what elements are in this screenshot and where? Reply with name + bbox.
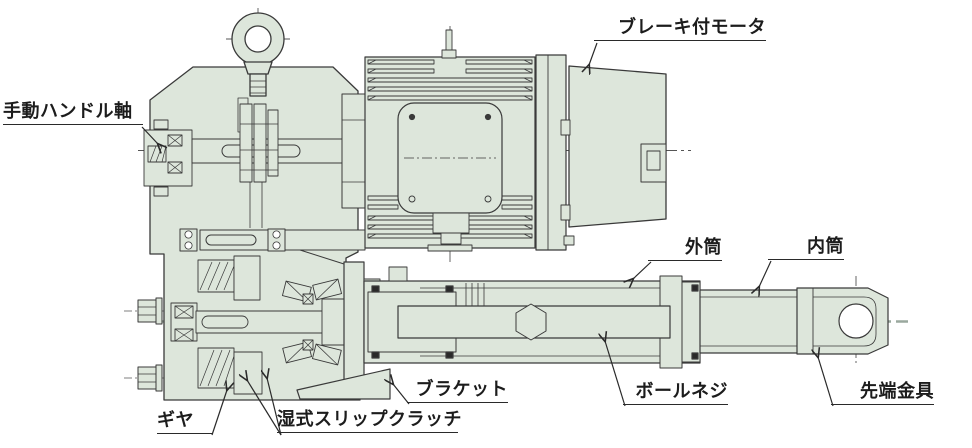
- label-ball-screw: ボールネジ: [623, 380, 728, 405]
- side-bolt-lower: [137, 364, 163, 392]
- gear-housing: [137, 12, 375, 401]
- cylinder-assembly: [296, 261, 889, 400]
- leader-gear: [211, 390, 227, 436]
- leader-manual-handle: [141, 126, 158, 144]
- hex-feature: [515, 303, 547, 341]
- manual-handle-shaft: [143, 119, 193, 197]
- inner-cylinder: [699, 289, 799, 354]
- label-outer-cylinder: 外筒: [648, 236, 722, 261]
- label-wet-slip-clutch: 湿式スリップクラッチ: [277, 408, 462, 433]
- leader-wet-clutch-2: [267, 378, 282, 436]
- label-inner-cylinder: 内筒: [768, 235, 844, 260]
- leader-brake-motor: [589, 42, 598, 65]
- cylinder-flange: [343, 261, 365, 383]
- motor-flange: [535, 54, 567, 251]
- bracket: [296, 368, 391, 400]
- clevis-hole: [838, 303, 874, 339]
- leader-ball-screw: [605, 341, 626, 407]
- leader-bracket: [393, 384, 410, 405]
- leader-outer-cyl: [633, 261, 652, 279]
- leader-end-fitting: [818, 357, 834, 407]
- label-gear: ギヤ: [157, 409, 212, 434]
- intermediate-shaft: [179, 228, 366, 252]
- label-manual-handle-shaft: 手動ハンドル軸: [3, 100, 143, 125]
- leader-wet-clutch-1: [247, 380, 282, 436]
- label-bracket: ブラケット: [407, 378, 508, 403]
- leader-lines: [141, 42, 834, 436]
- side-bolt-upper: [137, 297, 163, 325]
- end-fitting: [796, 287, 889, 355]
- label-end-fitting: 先端金具: [831, 380, 934, 405]
- clutch-stack: [239, 103, 279, 228]
- terminal-cover: [397, 102, 503, 214]
- leader-inner-cyl: [759, 260, 772, 287]
- brake-housing: [560, 65, 667, 246]
- label-brake-motor: ブレーキ付モータ: [594, 16, 766, 41]
- motor: [364, 29, 567, 252]
